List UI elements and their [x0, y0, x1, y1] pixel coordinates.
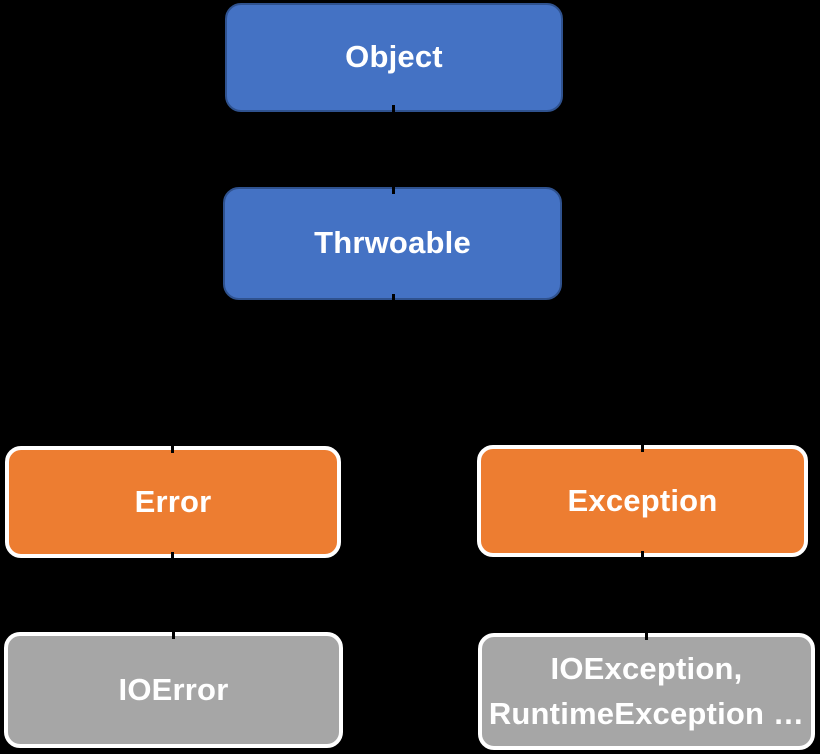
connector-throwable-bottom-stub	[392, 294, 395, 307]
connector-object-bottom-stub	[392, 105, 395, 118]
node-throwable-label: Thrwoable	[314, 225, 471, 261]
node-exception: Exception	[477, 445, 808, 557]
node-ioerror-label: IOError	[118, 671, 229, 707]
connector-exception-bottom-stub	[641, 551, 644, 564]
node-error: Error	[5, 446, 341, 558]
node-object: Object	[225, 3, 563, 112]
node-error-label: Error	[134, 483, 212, 519]
node-throwable: Thrwoable	[223, 187, 562, 300]
connector-error-bottom-stub	[171, 552, 174, 565]
connector-ioexception-top-stub	[645, 627, 648, 640]
connector-throwable-top-stub	[392, 181, 395, 194]
node-exception-label: Exception	[567, 482, 718, 518]
connector-error-top-stub	[171, 440, 174, 453]
node-ioerror: IOError	[4, 632, 343, 748]
connector-ioerror-top-stub	[172, 626, 175, 639]
connector-exception-top-stub	[641, 439, 644, 452]
node-ioexception: IOException, RuntimeException …	[478, 633, 815, 750]
node-ioexception-label: IOException, RuntimeException …	[488, 651, 805, 731]
node-object-label: Object	[345, 39, 443, 75]
